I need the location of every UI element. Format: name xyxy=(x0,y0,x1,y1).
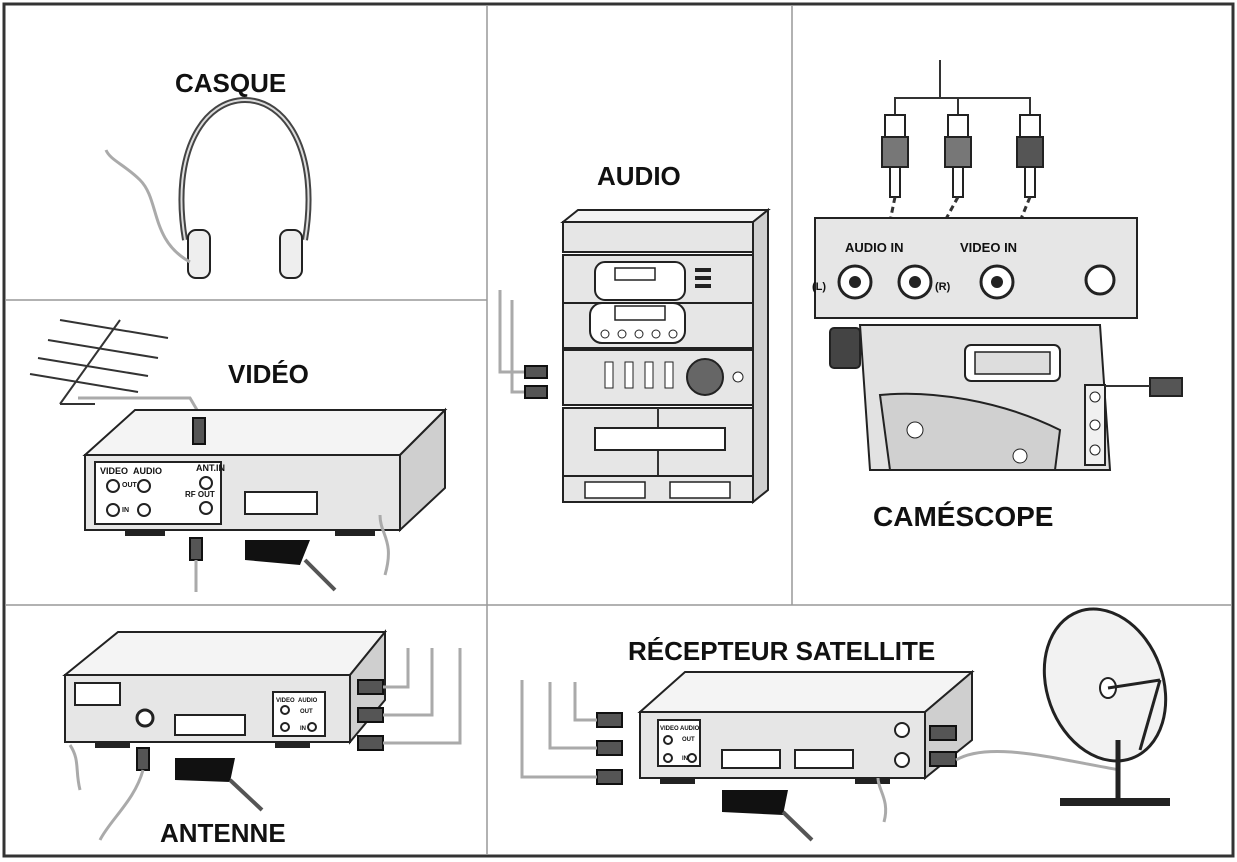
panel-recepteur-satellite: RÉCEPTEUR SATELLITE VIDEO AUDIO OUT IN xyxy=(520,607,1170,842)
sat-plug-1 xyxy=(596,712,623,728)
vcr-device: VIDEO AUDIO OUT IN ANT.IN RF OUT xyxy=(82,407,448,536)
antenne-coax-plug xyxy=(136,747,150,771)
vcr-rf-out-label: RF OUT xyxy=(185,490,215,499)
panel-casque: CASQUE xyxy=(104,68,312,279)
antenne-plug-1 xyxy=(357,679,384,695)
recepteur-audio-label: AUDIO xyxy=(680,726,700,732)
right-label: (R) xyxy=(935,281,951,293)
headphones-icon xyxy=(104,96,312,279)
vcr-audio-label: AUDIO xyxy=(133,466,162,476)
sat-scart-plug xyxy=(722,790,788,815)
sat-plug-3 xyxy=(596,769,623,785)
sat-plug-2 xyxy=(596,740,623,756)
sat-dish-plug-1 xyxy=(929,725,957,741)
audio-in-label: AUDIO IN xyxy=(845,240,904,255)
camcorder-icon xyxy=(829,324,1183,471)
vcr-in-label: IN xyxy=(122,507,129,514)
recepteur-video-label: VIDEO xyxy=(660,726,679,732)
audio-plug-1 xyxy=(524,365,548,379)
sat-dish-plug-2 xyxy=(929,751,957,767)
camescope-input-panel xyxy=(814,217,1138,319)
panel-antenne: VIDEO AUDIO OUT IN ANTENNE xyxy=(62,629,462,848)
tv-receiver-device: VIDEO AUDIO OUT IN xyxy=(62,629,388,748)
audio-plug-2 xyxy=(524,385,548,399)
antenne-in-label: IN xyxy=(300,726,306,732)
vcr-out-label: OUT xyxy=(122,482,138,489)
coax-plug-bottom xyxy=(189,537,203,561)
panel-audio: AUDIO xyxy=(498,161,771,505)
scart-socket xyxy=(244,491,318,515)
coax-plug-top xyxy=(192,417,206,445)
s-video-socket xyxy=(1084,264,1116,296)
recepteur-in-label: IN xyxy=(682,756,688,762)
panel-camescope: AUDIO IN VIDEO IN (L) (R) CAMÉSCOPE xyxy=(812,60,1183,532)
video-in-label: VIDEO IN xyxy=(960,240,1017,255)
panel-video: VIDÉO VIDEO AUDIO OUT IN ANT.IN RF xyxy=(29,319,448,592)
camescope-label: CAMÉSCOPE xyxy=(873,501,1053,532)
antenne-audio-label: AUDIO xyxy=(298,698,318,704)
vcr-ant-in-label: ANT.IN xyxy=(196,463,225,473)
recepteur-label: RÉCEPTEUR SATELLITE xyxy=(628,636,935,666)
antenne-plug-3 xyxy=(357,735,384,751)
video-label: VIDÉO xyxy=(228,359,309,389)
recepteur-out-label: OUT xyxy=(682,737,695,743)
left-label: (L) xyxy=(812,281,826,293)
satellite-receiver-device: VIDEO AUDIO OUT IN xyxy=(637,669,975,784)
scart-plug xyxy=(245,540,310,565)
antenne-scart-plug xyxy=(175,758,235,782)
audio-label: AUDIO xyxy=(597,161,681,191)
antenne-label: ANTENNE xyxy=(160,818,286,848)
hifi-stereo xyxy=(560,207,771,505)
casque-label: CASQUE xyxy=(175,68,286,98)
vcr-video-label: VIDEO xyxy=(100,466,128,476)
antenne-video-label: VIDEO xyxy=(276,698,295,704)
satellite-dish-icon xyxy=(1042,607,1170,806)
antenne-out-label: OUT xyxy=(300,709,313,715)
antenne-plug-2 xyxy=(357,707,384,723)
rca-plugs xyxy=(881,114,1044,198)
